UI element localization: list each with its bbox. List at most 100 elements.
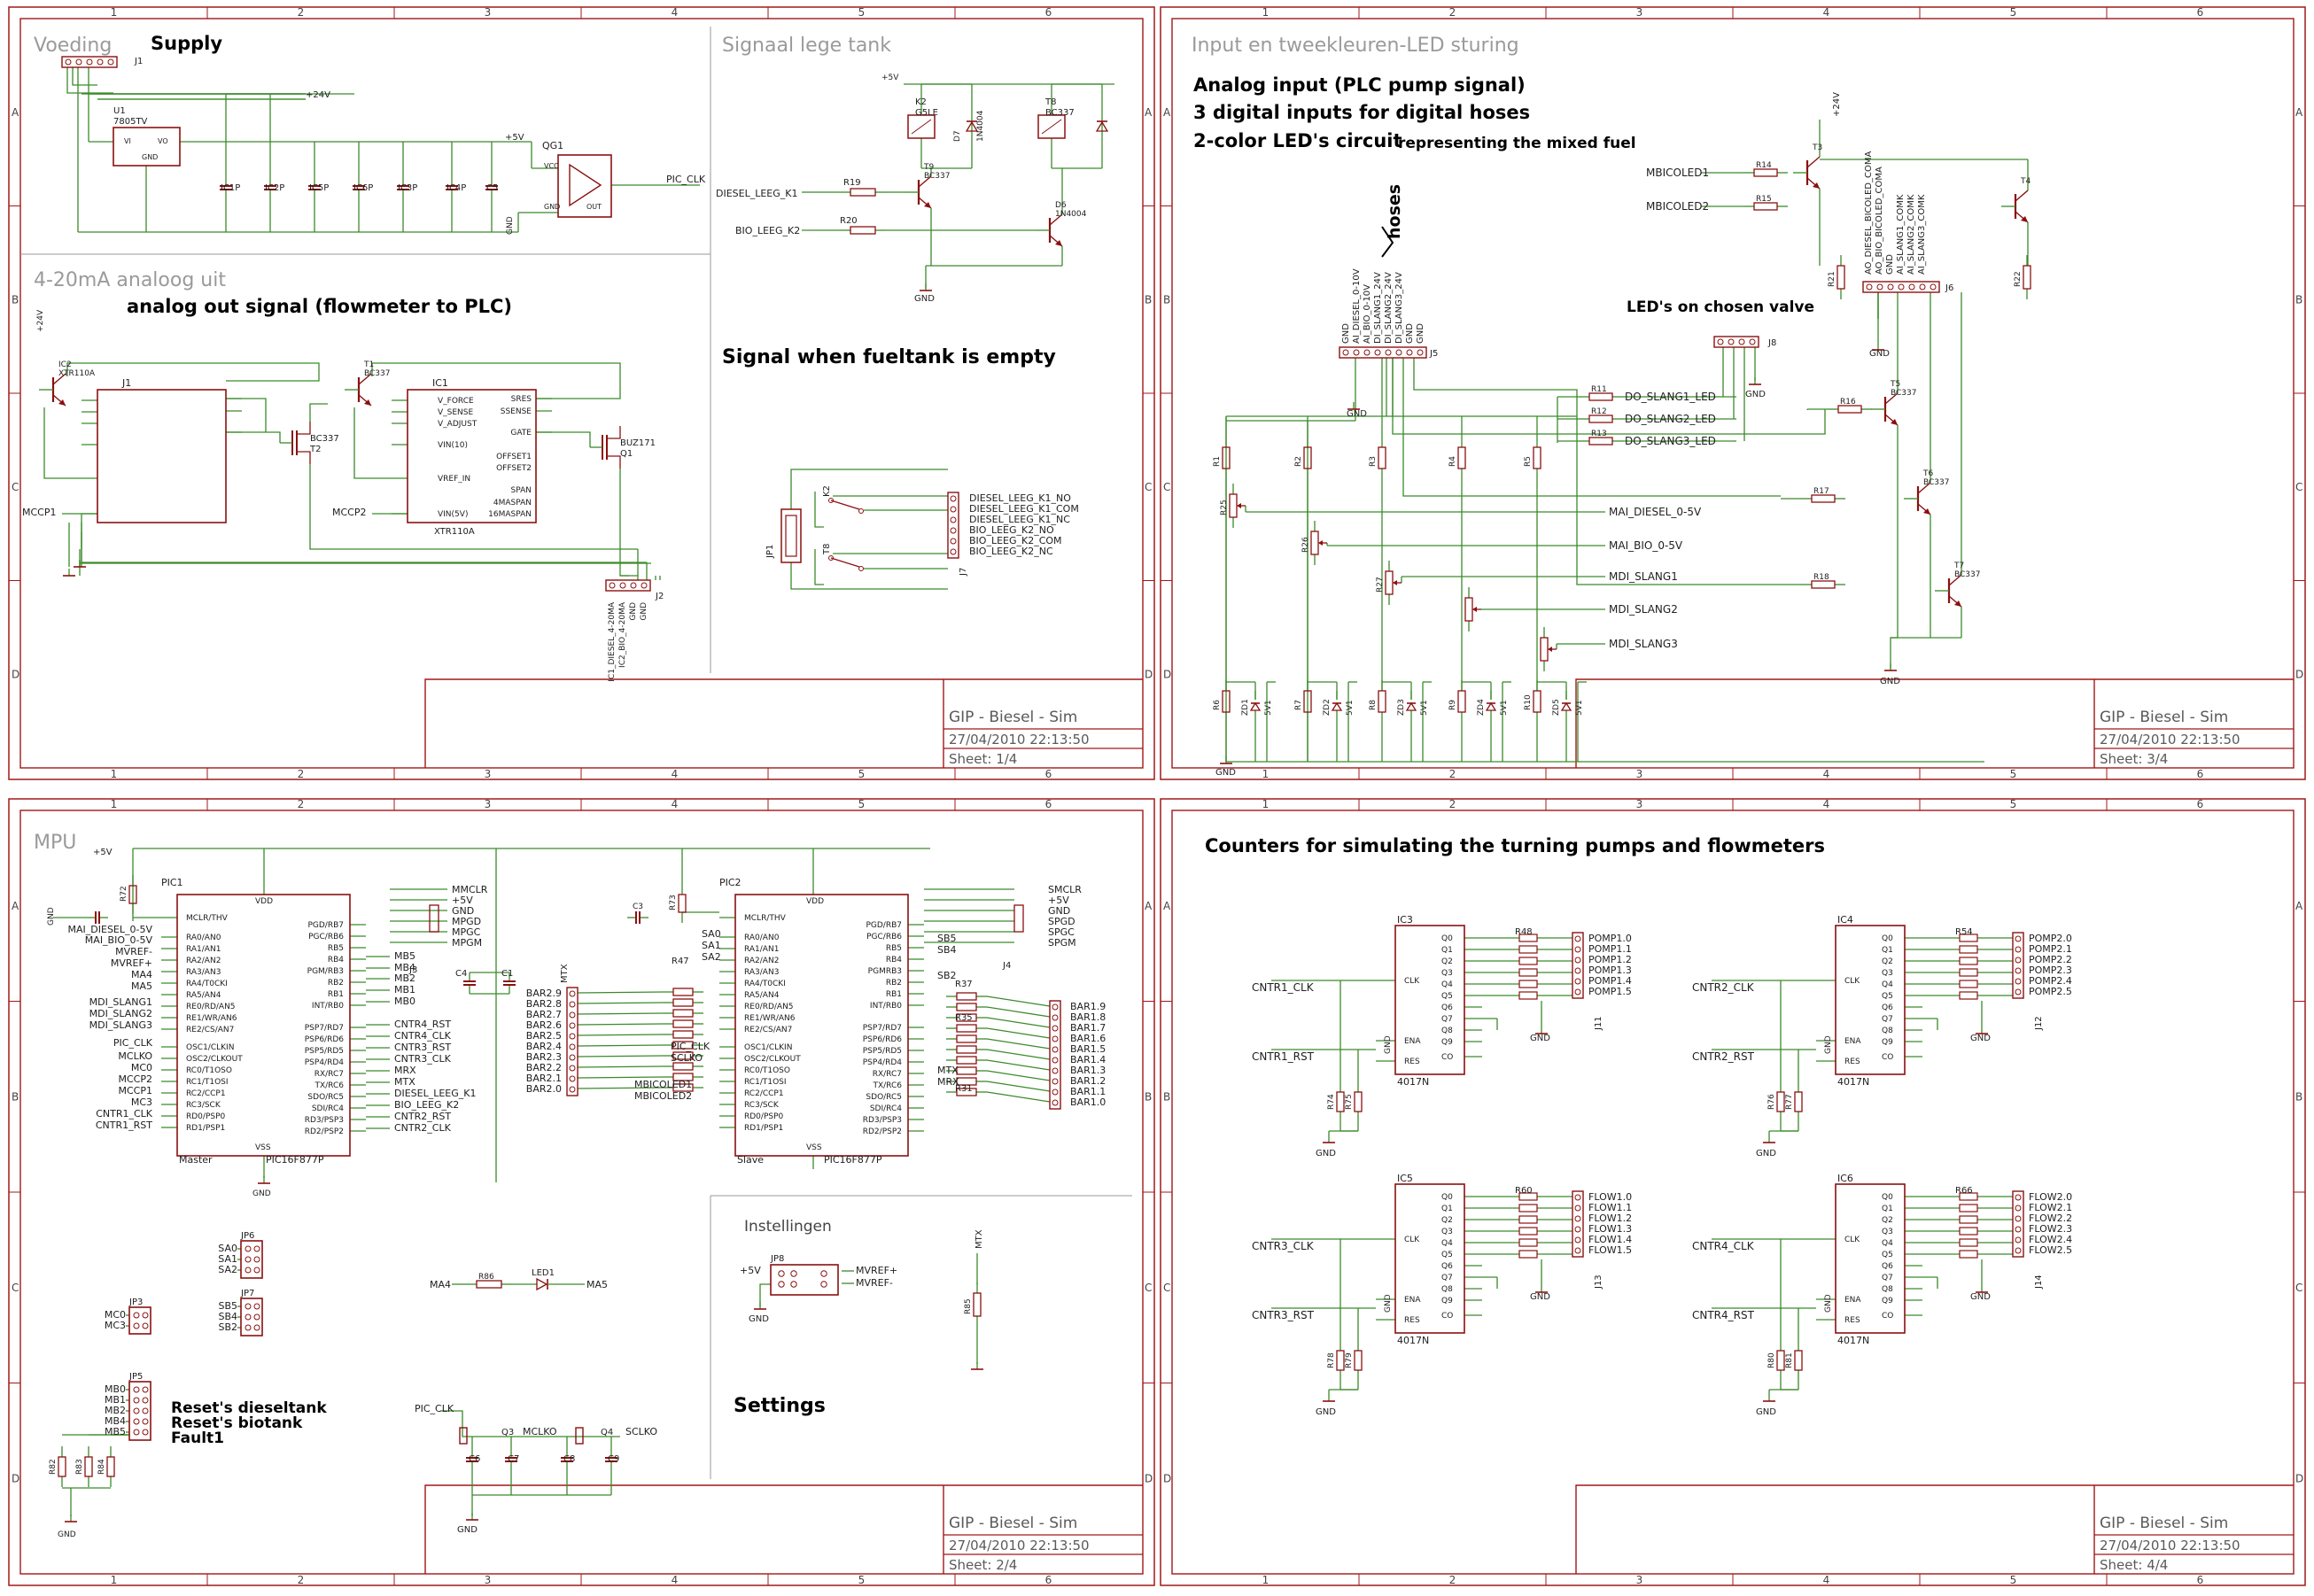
- jumper-pin-label: SB4: [218, 1311, 237, 1322]
- resistor-body: [1533, 690, 1541, 713]
- zener-value: 5V1: [1500, 700, 1509, 716]
- jumper-pin: [778, 1270, 785, 1277]
- grid-row-label: A: [1163, 900, 1171, 912]
- resistor-body: [956, 1034, 977, 1043]
- zener-diode: [1405, 701, 1417, 711]
- resistor-body: [672, 998, 694, 1007]
- resistor-ref: R77: [1785, 1094, 1794, 1110]
- header-pin: [2015, 1205, 2022, 1212]
- counter-ic: [1394, 1183, 1465, 1334]
- net-label: CNTR3_RST: [1252, 1309, 1315, 1321]
- grid-row-label: B: [1145, 1090, 1152, 1103]
- header-pin: [1052, 1057, 1059, 1064]
- pin-name: Q9: [1882, 1038, 1893, 1047]
- connector-pin-label: FLOW2.2: [2029, 1212, 2072, 1224]
- pin-name: RD0/PSP0: [744, 1112, 784, 1121]
- net-label: CNTR3_CLK: [394, 1053, 452, 1065]
- header-pin: [1749, 338, 1756, 345]
- pin-name: RC2/CCP1: [186, 1089, 226, 1098]
- grid-column-label: 3: [485, 798, 492, 810]
- resistor-body: [1385, 570, 1394, 595]
- wire: [226, 431, 281, 443]
- potentiometer-arrow: [1472, 607, 1477, 612]
- pin-name: RB4: [886, 956, 902, 965]
- connector-pin-label: GND: [1048, 905, 1070, 917]
- section-annotation: analog out signal (flowmeter to PLC): [127, 296, 512, 317]
- pin-name: PGM/RB3: [307, 967, 344, 976]
- pin-name: SDO/RC5: [866, 1093, 902, 1102]
- wire: [577, 1065, 664, 1068]
- header-pin: [1395, 349, 1402, 356]
- pin-name: RE2/CS/AN7: [186, 1026, 234, 1034]
- titleblock-sheet: Sheet: 2/4: [949, 1557, 1017, 1573]
- header-pin: [1417, 349, 1424, 356]
- header-pin: [1385, 349, 1392, 356]
- grid-column-label: 5: [858, 6, 866, 19]
- resistor-body: [1959, 1238, 1978, 1247]
- net-label: MCCP1: [22, 507, 56, 518]
- connector-pin-label: BAR2.5: [526, 1030, 562, 1042]
- connector-pin-label: +5V: [1048, 895, 1069, 906]
- pin-name: Q0: [1882, 1193, 1893, 1202]
- header-pin: [609, 582, 616, 589]
- resistor-ref: R4: [1448, 456, 1457, 467]
- part-ref: PIC1: [161, 877, 183, 888]
- pin-name: RA2/AN2: [186, 957, 221, 965]
- microcontroller-role: Slave: [737, 1154, 764, 1166]
- zener-ref: ZD1: [1241, 699, 1250, 716]
- header-pin: [2015, 1215, 2022, 1222]
- connector-pin-label: BAR2.0: [526, 1083, 562, 1095]
- header-pin: [1717, 338, 1724, 345]
- net-label: MCCP1: [119, 1085, 152, 1096]
- jumper-pin-label: +5V: [740, 1265, 761, 1276]
- header-pin: [569, 1033, 576, 1040]
- header-pin: [1574, 1226, 1581, 1233]
- grid-column-label: 2: [1449, 6, 1456, 19]
- pin-name: OSC1/CLKIN: [744, 1043, 792, 1052]
- header-pin: [1574, 1194, 1581, 1201]
- resistor-body: [1336, 1350, 1345, 1371]
- transistor-ref: T5: [1890, 380, 1900, 389]
- header-pin: [2015, 957, 2022, 964]
- transistor-arrow: [58, 399, 66, 406]
- connector-pin-label: IC1_DIESEL_4-20MA: [608, 601, 617, 682]
- potentiometer-arrow: [1393, 580, 1397, 585]
- resistor-body: [1837, 405, 1862, 414]
- section-annotation: Signal when fueltank is empty: [722, 346, 1056, 368]
- transistor-ref: T7: [1953, 562, 1964, 570]
- pin-name: RE1/WR/AN6: [744, 1014, 796, 1023]
- net-label: MBICOLED2: [1646, 200, 1709, 213]
- pin-name: RA4/T0CKI: [744, 980, 786, 988]
- header-pin: [1574, 967, 1581, 974]
- resistor-body: [1753, 202, 1778, 211]
- header-pin: [569, 1075, 576, 1082]
- pin-name: GND: [544, 203, 560, 211]
- connector-j9: [1049, 1000, 1061, 1110]
- part-ref: J1: [121, 377, 131, 389]
- led-diode: [536, 1277, 548, 1291]
- resistor-ref: R25: [1220, 500, 1229, 515]
- header-pin: [950, 548, 957, 555]
- jumper-pin: [245, 1303, 252, 1310]
- wire: [226, 398, 267, 432]
- net-label: MAI_DIESEL_0-5V: [1609, 506, 1702, 518]
- pin-name: RA2/AN2: [744, 957, 779, 965]
- grid-column-label: 6: [1045, 1574, 1052, 1586]
- connector-pin-label: BAR1.2: [1070, 1075, 1106, 1087]
- jumper-pin: [253, 1324, 260, 1331]
- part-value: 4017N: [1397, 1076, 1429, 1088]
- section-annotation: Supply: [151, 33, 222, 54]
- net-label: SCLKO: [625, 1426, 657, 1437]
- grid-column-label: 6: [1045, 768, 1052, 780]
- pin-name: Q1: [1882, 1205, 1893, 1213]
- jumper-JP3: [128, 1306, 151, 1335]
- net-label: GND: [1869, 349, 1890, 359]
- pin-name: RD0/PSP0: [186, 1112, 226, 1121]
- header-pin: [1887, 283, 1894, 291]
- pin-name: RD3/PSP3: [863, 1116, 902, 1125]
- pin-name: VO: [158, 137, 168, 145]
- wire: [309, 403, 328, 422]
- header-pin: [1574, 1215, 1581, 1222]
- pin-name: RX/RC7: [314, 1070, 344, 1079]
